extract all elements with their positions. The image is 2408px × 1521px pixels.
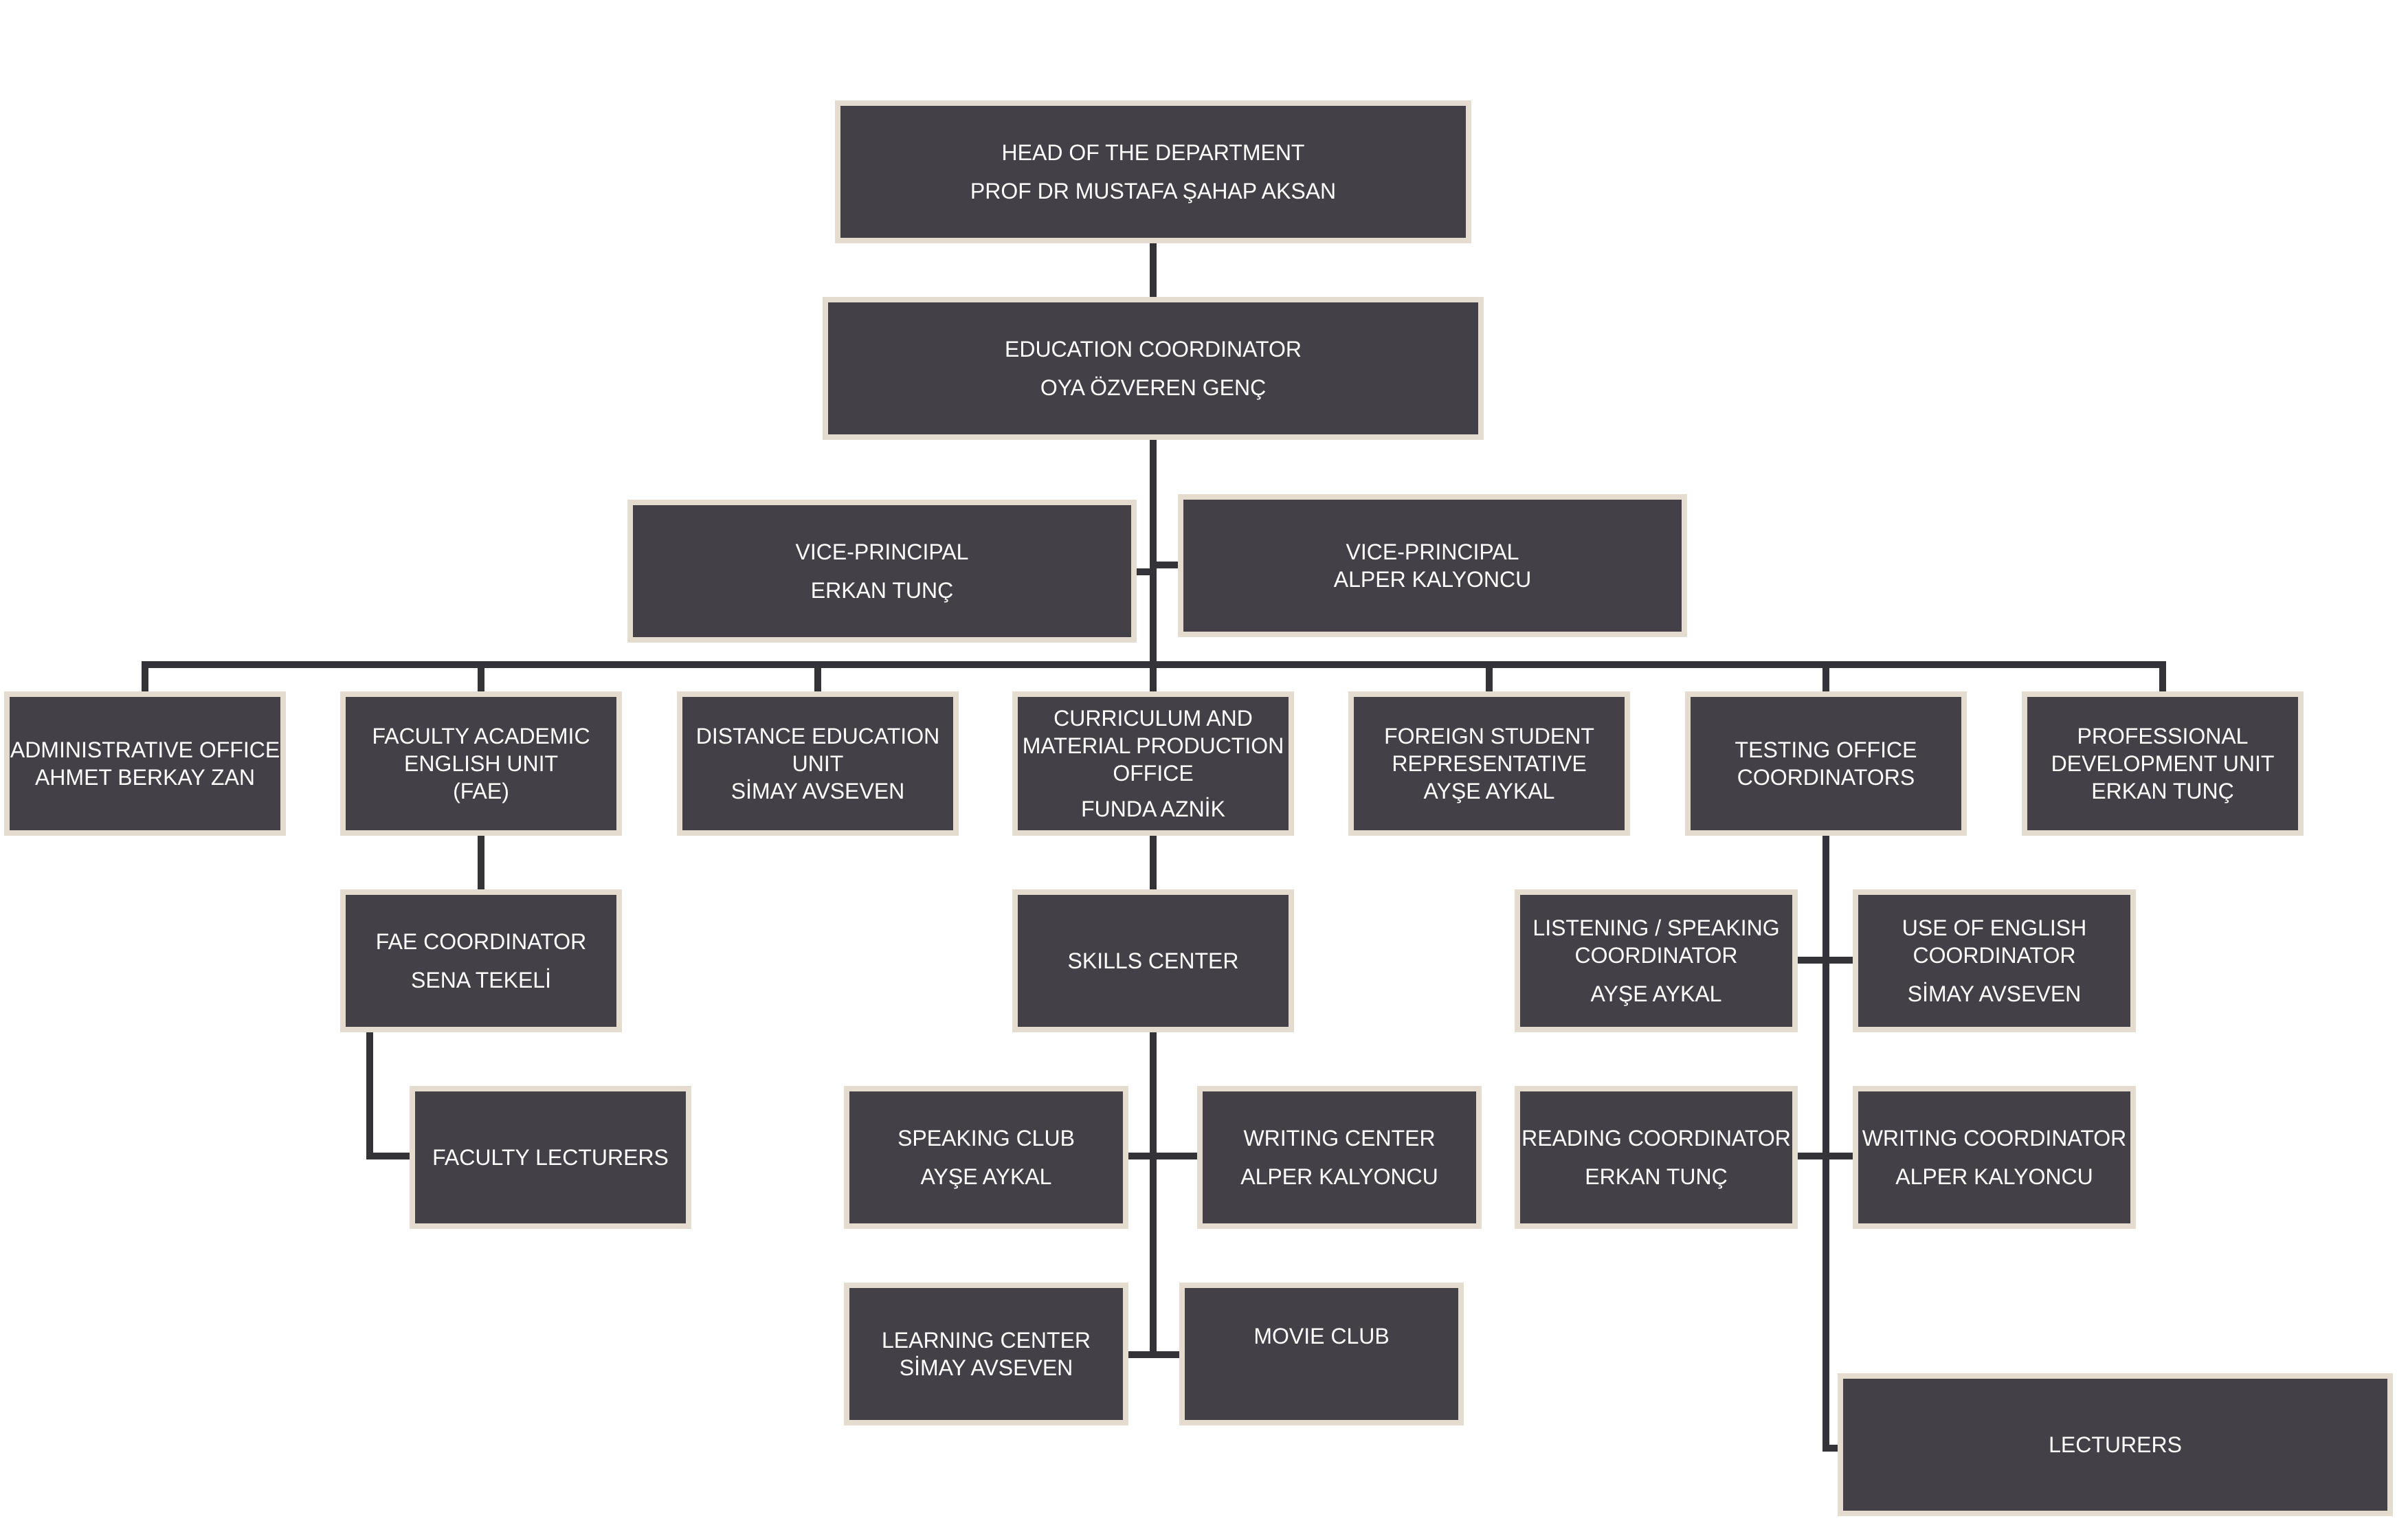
fae-unit-line1: FACULTY ACADEMIC [372, 724, 590, 748]
writing-center-name: ALPER KALYONCU [1240, 1164, 1438, 1189]
distance-education-line1: DISTANCE EDUCATION [695, 724, 940, 748]
use-of-english-coordinator-box: USE OF ENGLISH COORDINATOR SİMAY AVSEVEN [1853, 889, 2136, 1032]
reading-coordinator-title: READING COORDINATOR [1521, 1126, 1791, 1151]
movie-club-box: MOVIE CLUB [1179, 1283, 1464, 1425]
vice-principal-box-2: VICE-PRINCIPAL ALPER KALYONCU [1178, 494, 1687, 637]
speaking-club-name: AYŞE AYKAL [920, 1164, 1052, 1189]
head-of-department-box: HEAD OF THE DEPARTMENT PROF DR MUSTAFA Ş… [835, 100, 1471, 243]
use-of-english-name: SİMAY AVSEVEN [1907, 981, 2082, 1006]
curriculum-office-line2: MATERIAL PRODUCTION [1022, 733, 1284, 758]
writing-coordinator-title: WRITING COORDINATOR [1862, 1126, 2127, 1151]
skills-center-box: SKILLS CENTER [1012, 889, 1294, 1032]
professional-development-line2: DEVELOPMENT UNIT [2051, 751, 2275, 776]
reading-coordinator-name: ERKAN TUNÇ [1585, 1164, 1728, 1189]
movie-club-title: MOVIE CLUB [1253, 1324, 1390, 1348]
education-coordinator-name: OYA ÖZVEREN GENÇ [1040, 375, 1267, 400]
professional-development-name: ERKAN TUNÇ [2091, 779, 2234, 803]
lecturers-title: LECTURERS [2049, 1432, 2182, 1457]
foreign-student-name: AYŞE AYKAL [1423, 779, 1555, 803]
listening-speaking-coordinator-box: LISTENING / SPEAKING COORDINATOR AYŞE AY… [1515, 889, 1798, 1032]
curriculum-office-name: FUNDA AZNİK [1081, 797, 1225, 821]
learning-center-name: SİMAY AVSEVEN [899, 1355, 1073, 1380]
testing-office-line1: TESTING OFFICE [1735, 737, 1917, 762]
use-of-english-line1: USE OF ENGLISH [1902, 915, 2087, 940]
administrative-office-box: ADMINISTRATIVE OFFICE AHMET BERKAY ZAN [4, 691, 286, 836]
professional-development-box: PROFESSIONAL DEVELOPMENT UNIT ERKAN TUNÇ [2022, 691, 2304, 836]
vice-principal-2-title: VICE-PRINCIPAL [1346, 540, 1519, 564]
skills-center-title: SKILLS CENTER [1067, 948, 1239, 973]
faculty-lecturers-title: FACULTY LECTURERS [432, 1145, 669, 1170]
foreign-student-line1: FOREIGN STUDENT [1384, 724, 1594, 748]
faculty-lecturers-box: FACULTY LECTURERS [410, 1086, 691, 1229]
head-title: HEAD OF THE DEPARTMENT [1001, 140, 1305, 165]
listening-speaking-line2: COORDINATOR [1574, 943, 1738, 968]
fae-unit-box: FACULTY ACADEMIC ENGLISH UNIT (FAE) [340, 691, 622, 836]
writing-center-title: WRITING CENTER [1243, 1126, 1436, 1151]
writing-center-box: WRITING CENTER ALPER KALYONCU [1197, 1086, 1482, 1229]
speaking-club-title: SPEAKING CLUB [898, 1126, 1075, 1151]
vice-principal-1-name: ERKAN TUNÇ [810, 578, 954, 603]
fae-coordinator-name: SENA TEKELİ [411, 968, 551, 992]
vice-principal-box-1: VICE-PRINCIPAL ERKAN TUNÇ [627, 500, 1137, 643]
listening-speaking-name: AYŞE AYKAL [1590, 981, 1722, 1006]
fae-coordinator-title: FAE COORDINATOR [375, 929, 587, 954]
administrative-office-name: AHMET BERKAY ZAN [34, 765, 256, 790]
distance-education-box: DISTANCE EDUCATION UNIT SİMAY AVSEVEN [677, 691, 959, 836]
use-of-english-line2: COORDINATOR [1913, 943, 2076, 968]
vice-principal-2-name: ALPER KALYONCU [1333, 567, 1532, 592]
lecturers-box: LECTURERS [1838, 1373, 2393, 1516]
curriculum-office-line3: OFFICE [1113, 761, 1194, 786]
testing-office-line2: COORDINATORS [1737, 765, 1915, 790]
learning-center-box: LEARNING CENTER SİMAY AVSEVEN [844, 1283, 1128, 1425]
curriculum-office-line1: CURRICULUM AND [1054, 706, 1253, 731]
distance-education-line2: UNIT [792, 751, 844, 776]
testing-office-box: TESTING OFFICE COORDINATORS [1685, 691, 1967, 836]
fae-unit-line2: ENGLISH UNIT [403, 751, 559, 776]
fae-coordinator-box: FAE COORDINATOR SENA TEKELİ [340, 889, 622, 1032]
foreign-student-line2: REPRESENTATIVE [1392, 751, 1587, 776]
head-name: PROF DR MUSTAFA ŞAHAP AKSAN [970, 179, 1337, 203]
education-coordinator-title: EDUCATION COORDINATOR [1004, 337, 1302, 362]
administrative-office-title: ADMINISTRATIVE OFFICE [10, 737, 280, 762]
fae-unit-line3: (FAE) [453, 779, 509, 803]
foreign-student-box: FOREIGN STUDENT REPRESENTATIVE AYŞE AYKA… [1348, 691, 1630, 836]
learning-center-title: LEARNING CENTER [881, 1328, 1091, 1353]
writing-coordinator-box: WRITING COORDINATOR ALPER KALYONCU [1853, 1086, 2136, 1229]
vice-principal-1-title: VICE-PRINCIPAL [795, 540, 969, 564]
curriculum-office-box: CURRICULUM AND MATERIAL PRODUCTION OFFIC… [1012, 691, 1294, 836]
writing-coordinator-name: ALPER KALYONCU [1895, 1164, 2093, 1189]
education-coordinator-box: EDUCATION COORDINATOR OYA ÖZVEREN GENÇ [823, 297, 1484, 440]
listening-speaking-line1: LISTENING / SPEAKING [1532, 915, 1780, 940]
distance-education-name: SİMAY AVSEVEN [731, 779, 905, 803]
professional-development-line1: PROFESSIONAL [2077, 724, 2249, 748]
reading-coordinator-box: READING COORDINATOR ERKAN TUNÇ [1515, 1086, 1798, 1229]
connector-faculty-lecturers [366, 1025, 417, 1159]
speaking-club-box: SPEAKING CLUB AYŞE AYKAL [844, 1086, 1128, 1229]
